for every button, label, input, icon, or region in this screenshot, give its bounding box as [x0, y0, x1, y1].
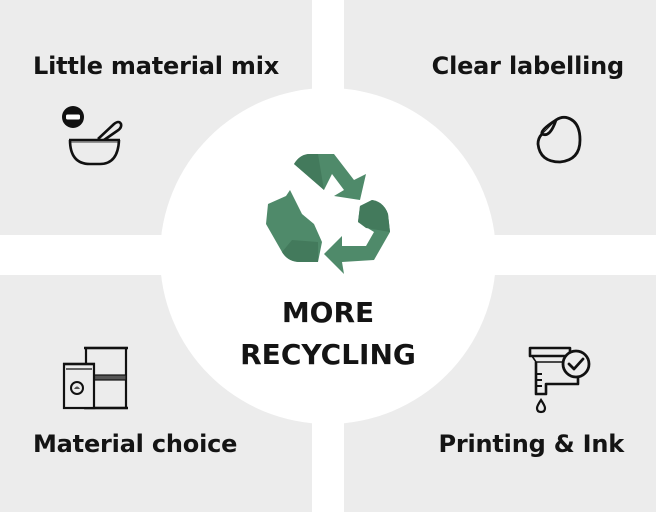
label-little-material-mix: Little material mix [33, 52, 280, 80]
recycle-icon [266, 154, 390, 274]
label-clear-labelling: Clear labelling [431, 52, 625, 80]
center-title-line2: RECYCLING [240, 338, 416, 371]
center-title-line1: MORE [281, 296, 375, 329]
containers-icon [62, 346, 128, 410]
sticker-icon [536, 115, 582, 164]
label-material-choice: Material choice [33, 430, 238, 458]
label-printing-ink: Printing & Ink [438, 430, 624, 458]
ink-cartridge-check-icon [528, 346, 591, 414]
mortar-pestle-minus-icon [62, 106, 123, 166]
